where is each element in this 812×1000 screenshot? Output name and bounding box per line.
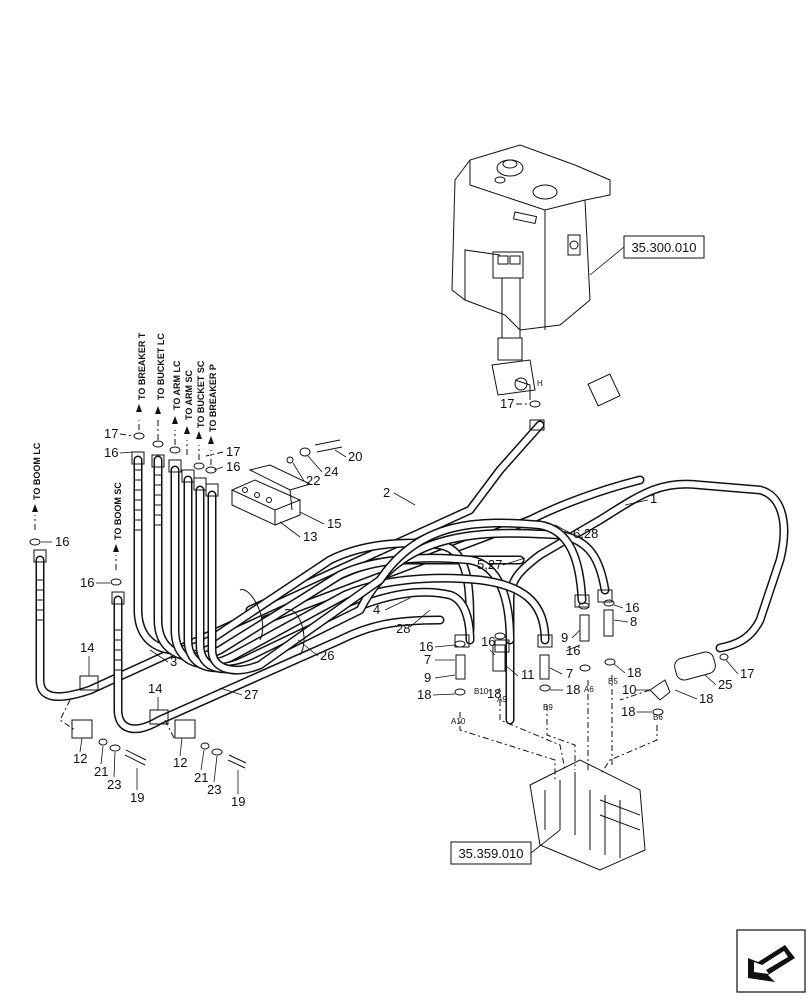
dest-breaker-p: TO BREAKER P bbox=[208, 364, 218, 432]
valve-connection-lines bbox=[459, 675, 658, 780]
hose-bundle bbox=[35, 420, 789, 734]
inline-filter-25 bbox=[674, 651, 729, 681]
callout-19a: 19 bbox=[130, 790, 144, 805]
port-b10: B10 bbox=[474, 687, 489, 696]
callout-13: 13 bbox=[303, 529, 317, 544]
navigation-arrow-icon[interactable] bbox=[736, 929, 806, 993]
callout-21b: 21 bbox=[194, 770, 208, 785]
port-a6: A6 bbox=[584, 685, 594, 694]
callout-15: 15 bbox=[327, 516, 341, 531]
port-a9: A9 bbox=[497, 695, 507, 704]
callout-21a: 21 bbox=[94, 764, 108, 779]
callout-12b: 12 bbox=[173, 755, 187, 770]
adapters bbox=[454, 609, 671, 716]
callout-18a: 18 bbox=[417, 687, 431, 702]
port-a10: A10 bbox=[451, 717, 466, 726]
callout-16d: 16 bbox=[226, 459, 240, 474]
callout-14b: 14 bbox=[148, 681, 162, 696]
callout-17b: 17 bbox=[226, 444, 240, 459]
callout-18d: 18 bbox=[627, 665, 641, 680]
callout-18e: 18 bbox=[699, 691, 713, 706]
callout-17a: 17 bbox=[104, 426, 118, 441]
callout-23a: 23 bbox=[107, 777, 121, 792]
dest-bucket-sc: TO BUCKET SC bbox=[196, 360, 206, 428]
callout-9a: 9 bbox=[424, 670, 431, 685]
reference-box-valve[interactable]: 35.359.010 bbox=[450, 829, 561, 865]
clamp-assembly-left bbox=[59, 675, 247, 769]
callout-17c: 17 bbox=[500, 396, 514, 411]
callout-16c: 16 bbox=[104, 445, 118, 460]
callout-18c: 18 bbox=[566, 682, 580, 697]
dest-arm-sc: TO ARM SC bbox=[184, 369, 194, 420]
callout-25: 25 bbox=[718, 677, 732, 692]
callout-16e: 16 bbox=[419, 639, 433, 654]
port-labels: B10 A9 A10 B9 A6 B5 B6 bbox=[451, 677, 663, 726]
control-valve bbox=[529, 759, 646, 871]
reference-box-tank[interactable]: 35.300.010 bbox=[589, 235, 705, 276]
callout-16h: 16 bbox=[625, 600, 639, 615]
callout-16a: 16 bbox=[55, 534, 69, 549]
callout-10: 10 bbox=[622, 682, 636, 697]
callout-20: 20 bbox=[348, 449, 362, 464]
callout-16f: 16 bbox=[481, 634, 495, 649]
dest-arm-lc: TO ARM LC bbox=[172, 360, 182, 410]
callout-17d: 17 bbox=[740, 666, 754, 681]
callout-7a: 7 bbox=[424, 652, 431, 667]
callout-18b: 18 bbox=[487, 686, 501, 701]
callout-2: 2 bbox=[383, 485, 390, 500]
callout-12a: 12 bbox=[73, 751, 87, 766]
dest-boom-sc: TO BOOM SC bbox=[113, 482, 123, 540]
reference-valve-label: 35.359.010 bbox=[458, 846, 523, 861]
callout-7b: 7 bbox=[566, 666, 573, 681]
hose-clamp-26 bbox=[239, 589, 305, 656]
callout-11: 11 bbox=[521, 667, 535, 682]
callout-22: 22 bbox=[306, 473, 320, 488]
callout-16b: 16 bbox=[80, 575, 94, 590]
callout-26: 26 bbox=[320, 648, 334, 663]
destination-labels: TO BREAKER T TO BUCKET LC TO ARM LC TO A… bbox=[32, 332, 218, 540]
reference-tank-label: 35.300.010 bbox=[631, 240, 696, 255]
port-b6: B6 bbox=[653, 713, 663, 722]
dest-bucket-lc: TO BUCKET LC bbox=[156, 333, 166, 400]
dest-breaker-t: TO BREAKER T bbox=[137, 332, 147, 400]
callout-5-27: 5,27 bbox=[477, 557, 502, 572]
dest-boom-lc: TO BOOM LC bbox=[32, 442, 42, 500]
callout-24: 24 bbox=[324, 464, 338, 479]
callout-23b: 23 bbox=[207, 782, 221, 797]
callout-27: 27 bbox=[244, 687, 258, 702]
callout-6-28: 6,28 bbox=[573, 526, 598, 541]
o-rings bbox=[29, 400, 615, 648]
destination-arrows bbox=[32, 404, 214, 570]
hydraulic-tank: H bbox=[451, 144, 621, 407]
port-label-h: H bbox=[537, 379, 543, 388]
callout-3: 3 bbox=[170, 654, 177, 669]
manifold-block-13 bbox=[230, 439, 343, 526]
callout-18f: 18 bbox=[621, 704, 635, 719]
callout-9b: 9 bbox=[561, 630, 568, 645]
callout-4: 4 bbox=[373, 602, 380, 617]
port-b9: B9 bbox=[543, 703, 553, 712]
callouts: 1 2 3 4 5,27 6,28 7 7 8 9 9 10 11 12 12 … bbox=[41, 396, 754, 809]
port-b5: B5 bbox=[608, 677, 618, 686]
callout-28: 28 bbox=[396, 621, 410, 636]
callout-14a: 14 bbox=[80, 640, 94, 655]
hose-fittings bbox=[33, 419, 613, 653]
callout-19b: 19 bbox=[231, 794, 245, 809]
callout-8: 8 bbox=[630, 614, 637, 629]
callout-1: 1 bbox=[650, 491, 657, 506]
